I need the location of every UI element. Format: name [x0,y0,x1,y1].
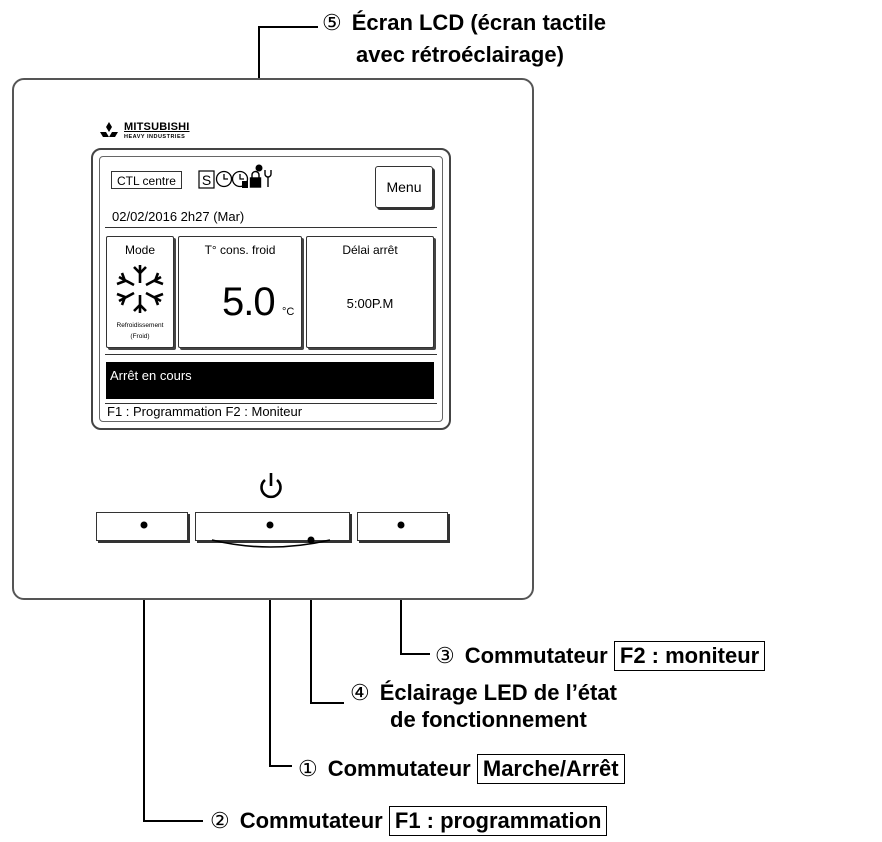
status-message-bar: Arrêt en cours [106,362,434,399]
setpoint-value: 5.0 [222,280,276,324]
power-icon [260,473,282,499]
dot-led [307,536,315,544]
callout-number: ① [298,756,318,781]
divider [105,403,437,404]
off-timer-label: Délai arrêt [342,243,398,257]
clock-icon [215,170,233,188]
brand-subname: HEAVY INDUSTRIES [124,134,186,140]
mode-label: Mode [124,243,156,257]
callout-number: ② [210,808,230,833]
mode-value-line2: (Froid) [130,333,150,340]
status-led [211,539,331,548]
function-key-guide: F1 : Programmation F2 : Moniteur [107,404,303,419]
setpoint-unit: °C [282,306,295,318]
callout-number: ③ [435,643,455,668]
callout-number: ⑤ [322,10,342,35]
callout-number: ④ [350,680,370,705]
dot-power [266,521,274,529]
timer-lock-icon [231,170,249,188]
mitsubishi-logo-icon [100,122,118,137]
wrench-icon [264,170,272,187]
mode-panel-button[interactable] [106,236,174,348]
date-time: 02/02/2016 2h27 (Mar) [112,209,245,224]
callout-f1-label: F1 : programmation [388,806,608,836]
snowflake-cooling-icon [116,265,164,313]
divider [105,354,437,355]
divider [105,227,437,228]
brand-name: MITSUBISHI [124,121,190,133]
callout-led-line2: de fonctionnement [390,707,587,732]
dot-f2 [397,521,405,529]
lcd-display-area [99,156,443,422]
lock-icon [249,170,262,188]
callout-power-label: Marche/Arrêt [476,754,625,784]
off-timer-panel-button[interactable] [306,236,434,348]
ctl-centre-indicator: CTL centre [111,171,182,189]
status-icons-group: S [198,170,272,189]
mode-value-line1: Refroidissement [116,322,164,329]
menu-button[interactable]: Menu [375,166,433,208]
setpoint-label: T° cons. froid [204,243,276,257]
s-icon-label: S [202,172,211,188]
off-timer-value: 5:00P.M [346,296,394,311]
dot-lcd [255,164,263,172]
callout-lcd-line2: avec rétroéclairage) [356,42,564,67]
temperature-panel-button[interactable] [178,236,302,348]
dot-f1 [140,521,148,529]
s-icon: S [198,170,215,189]
callout-f2-label: F2 : moniteur [613,641,766,671]
